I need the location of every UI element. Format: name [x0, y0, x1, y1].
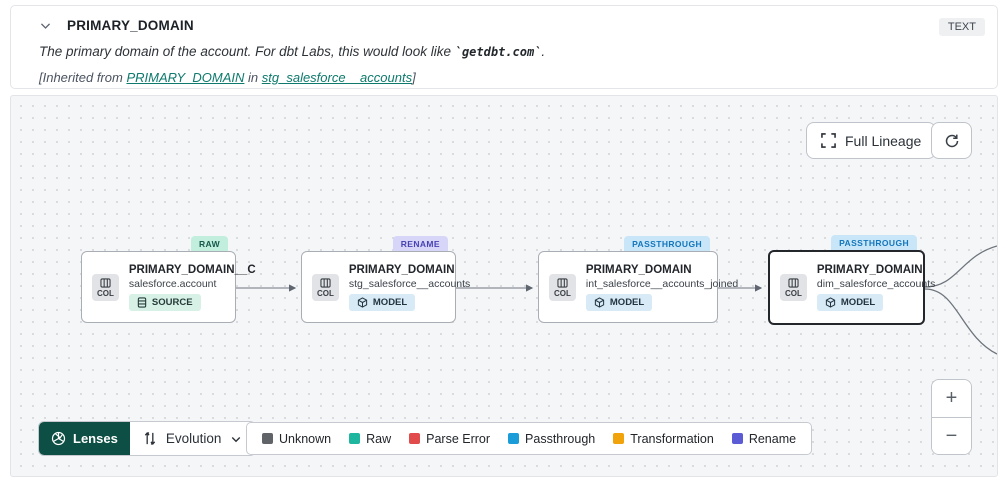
- node-card[interactable]: COL PRIMARY_DOMAIN dim_salesforce_accoun…: [768, 250, 936, 325]
- resource-type-label: SOURCE: [151, 296, 193, 308]
- expand-corners-icon: [821, 133, 836, 148]
- column-chip-label: COL: [97, 288, 114, 298]
- legend-swatch: [349, 433, 361, 444]
- column-details-card: PRIMARY_DOMAIN TEXT The primary domain o…: [10, 5, 998, 89]
- legend-item-parse-error: Parse Error: [409, 432, 490, 446]
- description-suffix: .: [541, 44, 546, 59]
- node-title: PRIMARY_DOMAIN: [348, 263, 455, 276]
- source-icon: [137, 296, 147, 308]
- inherited-model-link[interactable]: stg_salesforce__accounts: [261, 70, 413, 85]
- node-content: PRIMARY_DOMAIN int_salesforce__accounts_…: [585, 263, 739, 311]
- model-cube-icon: [594, 296, 605, 308]
- legend-label: Raw: [366, 431, 392, 446]
- column-icon: [320, 277, 331, 288]
- column-type-badge: TEXT: [938, 18, 985, 36]
- column-chip-label: COL: [317, 288, 334, 298]
- node-content: PRIMARY_DOMAIN stg_salesforce__accounts …: [348, 263, 471, 311]
- legend-swatch: [731, 433, 743, 444]
- resource-type-badge: MODEL: [816, 294, 884, 311]
- column-chip: COL: [92, 273, 119, 301]
- resource-type-badge: MODEL: [348, 293, 416, 311]
- legend-label: Passthrough: [525, 431, 596, 446]
- node-content: PRIMARY_DOMAIN dim_salesforce_accounts M…: [816, 264, 936, 311]
- lens-selected-label: Evolution: [165, 431, 222, 446]
- title-row: PRIMARY_DOMAIN: [39, 18, 194, 33]
- node-title: PRIMARY_DOMAIN: [585, 263, 692, 276]
- column-icon: [788, 278, 799, 288]
- zoom-controls: + −: [931, 379, 972, 455]
- column-icon: [557, 277, 568, 288]
- legend-swatch: [262, 433, 273, 444]
- legend-swatch: [508, 433, 520, 444]
- column-chip: COL: [780, 274, 807, 301]
- lenses-button[interactable]: Lenses: [39, 422, 130, 455]
- node-subtitle: int_salesforce__accounts_joined: [585, 277, 739, 290]
- legend-swatch: [613, 433, 625, 444]
- column-chip-label: COL: [785, 289, 802, 298]
- lenses-control: Lenses Evolution: [39, 422, 256, 455]
- node-subtitle: salesforce.account: [128, 277, 217, 290]
- resource-type-badge: SOURCE: [128, 293, 201, 311]
- description-text: The primary domain of the account. For d…: [39, 44, 455, 59]
- refresh-icon: [944, 133, 960, 149]
- model-cube-icon: [357, 296, 368, 308]
- lineage-node-staging: RENAME COL PRIMARY_DOMAIN stg_salesforce…: [301, 236, 471, 323]
- lineage-canvas[interactable]: Full Lineage RAW COL PRIMARY_DOMAIN__C s…: [10, 95, 998, 477]
- lineage-node-intermediate: PASSTHROUGH COL PRIMARY_DOMAIN int_sales…: [538, 236, 739, 323]
- node-content: PRIMARY_DOMAIN__C salesforce.account SOU…: [128, 263, 256, 311]
- description-code: `getdbt.com`: [454, 45, 542, 59]
- legend-item-rename: Rename: [731, 431, 797, 446]
- column-description: The primary domain of the account. For d…: [39, 44, 545, 59]
- node-card[interactable]: COL PRIMARY_DOMAIN stg_salesforce__accou…: [301, 251, 471, 323]
- full-lineage-button[interactable]: Full Lineage: [806, 122, 937, 159]
- lenses-label: Lenses: [73, 431, 118, 446]
- node-subtitle: dim_salesforce_accounts: [816, 278, 936, 290]
- collapse-chevron-icon[interactable]: [39, 19, 52, 32]
- legend-label: Unknown: [279, 431, 332, 446]
- legend-swatch: [409, 433, 421, 444]
- column-chip-label: COL: [554, 288, 571, 298]
- resource-type-label: MODEL: [609, 296, 645, 308]
- inherited-prefix: [Inherited from: [39, 70, 127, 85]
- column-chip: COL: [549, 273, 576, 301]
- node-card[interactable]: COL PRIMARY_DOMAIN int_salesforce__accou…: [538, 251, 739, 323]
- zoom-in-button[interactable]: +: [932, 380, 971, 417]
- legend-item-transformation: Transformation: [613, 432, 714, 446]
- legend-item-unknown: Unknown: [262, 432, 331, 446]
- column-chip: COL: [312, 273, 339, 301]
- lens-dropdown[interactable]: Evolution: [129, 422, 256, 455]
- chevron-down-icon: [230, 433, 242, 445]
- legend-label: Transformation: [630, 431, 714, 446]
- lens-aperture-icon: [51, 431, 66, 446]
- zoom-out-button[interactable]: −: [932, 417, 971, 454]
- evolution-icon: [143, 431, 157, 446]
- legend-item-passthrough: Passthrough: [508, 432, 595, 446]
- node-card[interactable]: COL PRIMARY_DOMAIN__C salesforce.account…: [81, 251, 256, 323]
- node-title: PRIMARY_DOMAIN__C: [128, 263, 256, 276]
- inherited-column-link[interactable]: PRIMARY_DOMAIN: [126, 70, 245, 85]
- resource-type-label: MODEL: [840, 297, 876, 308]
- page-title: PRIMARY_DOMAIN: [67, 18, 194, 33]
- model-cube-icon: [825, 297, 836, 308]
- column-icon: [100, 277, 111, 288]
- resource-type-badge: MODEL: [585, 293, 653, 311]
- legend-label: Rename: [748, 431, 797, 446]
- full-lineage-label: Full Lineage: [845, 132, 922, 149]
- node-title: PRIMARY_DOMAIN: [816, 264, 923, 276]
- refresh-button[interactable]: [931, 122, 972, 159]
- lineage-node-dim-selected: PASSTHROUGH COL PRIMARY_DOMAIN dim_sales…: [768, 235, 936, 325]
- inherited-from-line: [Inherited from PRIMARY_DOMAIN in stg_sa…: [39, 70, 416, 85]
- inherited-middle: in: [244, 70, 262, 85]
- node-subtitle: stg_salesforce__accounts: [348, 277, 471, 290]
- legend-label: Parse Error: [426, 431, 491, 446]
- legend-item-raw: Raw: [349, 432, 391, 446]
- resource-type-label: MODEL: [372, 296, 408, 308]
- inherited-suffix: ]: [412, 70, 416, 85]
- lineage-legend: Unknown Raw Parse Error Passthrough Tran…: [246, 422, 813, 455]
- lineage-node-source: RAW COL PRIMARY_DOMAIN__C salesforce.acc…: [81, 236, 256, 323]
